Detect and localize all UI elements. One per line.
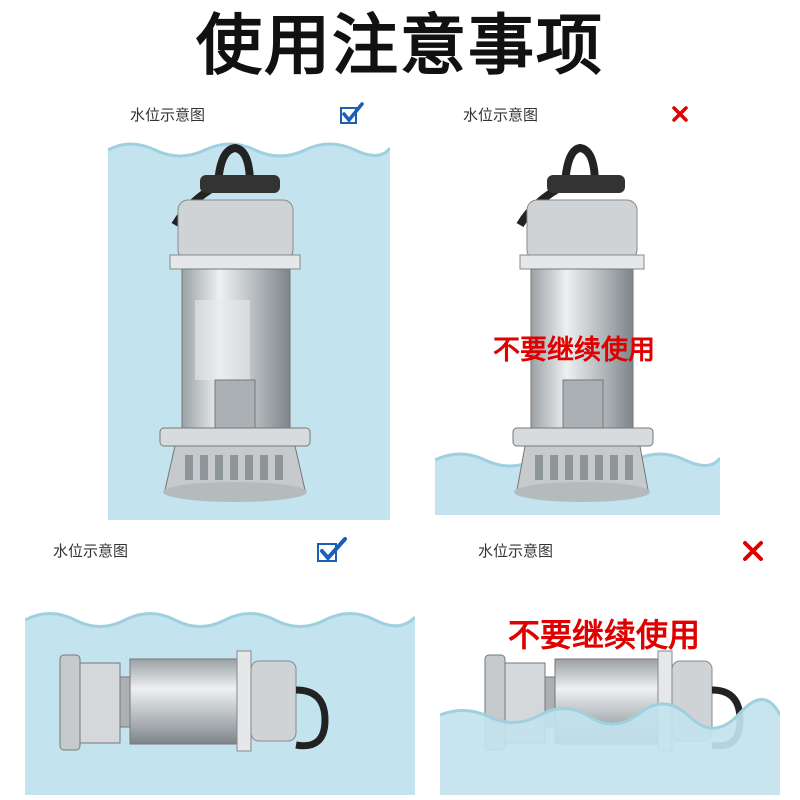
panel-horizontal-low-water: 水位示意图 不要继续使用: [440, 530, 780, 795]
panel-upright-low-water: 水位示意图: [435, 100, 720, 520]
panel-upright-submerged: 水位示意图: [100, 100, 390, 520]
cross-icon: [671, 105, 689, 123]
warning-text: 不要继续使用: [508, 616, 701, 654]
water-upright-1: [107, 142, 390, 520]
panel-horizontal-submerged: 水位示意图: [25, 530, 415, 795]
page-title: 使用注意事项: [196, 7, 604, 84]
water-horizontal-2: [440, 650, 780, 795]
panel-label: 水位示意图: [130, 106, 206, 124]
pump-horizontal: [59, 650, 329, 752]
water-upright-2: [435, 130, 720, 520]
cross-icon: [742, 540, 764, 562]
water-horizontal-1: [25, 612, 415, 795]
panel-label: 水位示意图: [463, 106, 539, 124]
pump-upright: [512, 143, 654, 502]
checkmark-icon: [340, 102, 364, 124]
checkmark-icon: [317, 536, 347, 562]
pump-upright: [159, 143, 311, 502]
panel-label: 水位示意图: [53, 542, 129, 560]
warning-text: 不要继续使用: [493, 335, 655, 366]
panel-label: 水位示意图: [478, 542, 554, 560]
